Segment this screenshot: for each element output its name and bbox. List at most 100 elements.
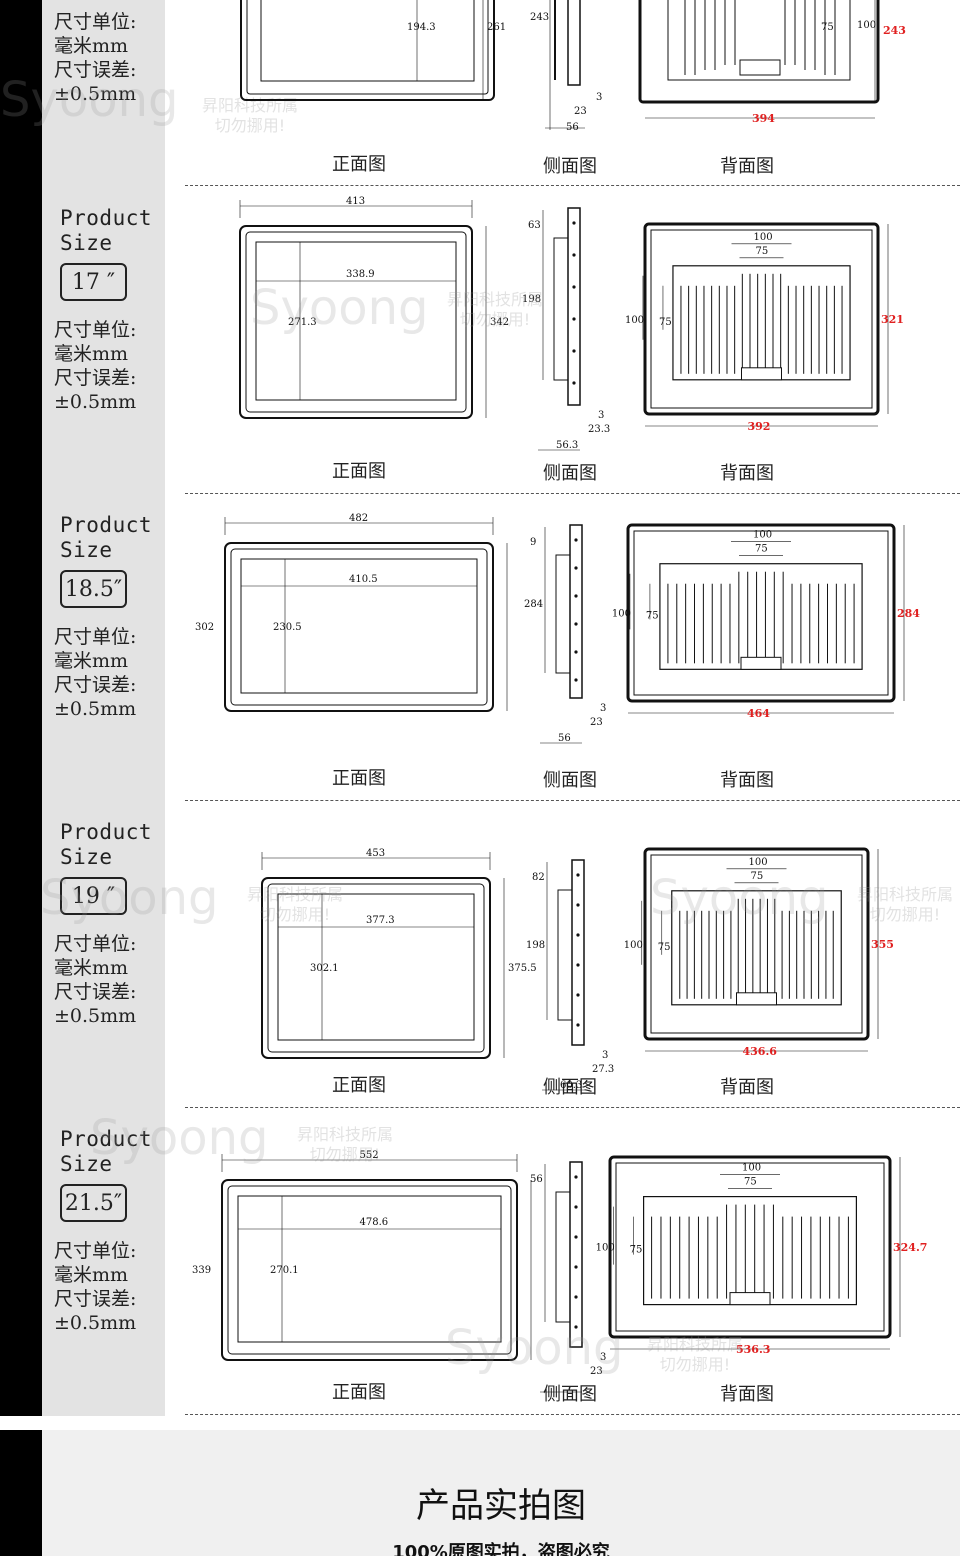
- watermark-text: 昇阳科技所属切勿挪用!: [296, 1125, 393, 1164]
- dim-text: 3: [600, 1352, 606, 1363]
- error-label: 尺寸误差:: [54, 367, 137, 389]
- dim-text-red: 321: [881, 313, 904, 326]
- watermark-text: 昇阳科技所属切勿挪用!: [856, 885, 953, 924]
- heatsink-port: [740, 656, 782, 670]
- size-label: Size: [60, 1152, 113, 1176]
- side-screw: [572, 221, 576, 225]
- caption-front: 正面图: [332, 154, 386, 175]
- dim-text-red: 324.7: [893, 1241, 927, 1254]
- heatsink-outline: [643, 1195, 858, 1306]
- dim-text: 27.3: [592, 1064, 614, 1075]
- gallery-header-band: [42, 1430, 960, 1556]
- section-divider: [185, 1414, 960, 1415]
- error-label: 尺寸误差:: [54, 674, 137, 696]
- side-screw: [574, 1265, 578, 1269]
- size-value-badge: 21.5″: [60, 1184, 127, 1222]
- dim-text: 270.1: [270, 1265, 299, 1276]
- unit-label: 尺寸单位:: [54, 933, 137, 955]
- side-screw: [572, 381, 576, 385]
- dim-text: 23: [574, 106, 587, 117]
- dim-text: 100: [754, 232, 773, 243]
- error-value: ±0.5mm: [54, 83, 137, 105]
- dim-text-red: 464: [747, 707, 770, 720]
- front-screen: [277, 893, 475, 1041]
- dim-text-red: 392: [748, 420, 771, 433]
- heatsink-outline: [672, 265, 851, 381]
- side-screw: [576, 993, 580, 997]
- back-panel: [650, 854, 863, 1034]
- watermark-text: 昇阳科技所属切勿挪用!: [646, 1335, 743, 1374]
- left-black-bar-lower: [0, 1430, 42, 1556]
- heatsink-outline: [659, 563, 863, 670]
- error-label: 尺寸误差:: [54, 59, 137, 81]
- dim-text: 60.3: [560, 1080, 582, 1091]
- unit-value: 毫米mm: [54, 35, 129, 57]
- front-screen: [255, 241, 457, 401]
- product-label: Product: [60, 1127, 153, 1151]
- size-value-badge: 18.5″: [60, 570, 127, 608]
- back-frame: [643, 222, 880, 416]
- dim-text: 478.6: [360, 1217, 389, 1228]
- product-label: Product: [60, 820, 153, 844]
- front-screen: [240, 558, 478, 694]
- side-screw: [576, 903, 580, 907]
- dim-text: 375.5: [508, 963, 537, 974]
- section-divider: [185, 1107, 960, 1108]
- side-screw: [576, 933, 580, 937]
- back-frame: [608, 1155, 892, 1339]
- side-screw: [574, 1295, 578, 1299]
- size-value-badge: 19 ″: [60, 877, 127, 915]
- left-gray-column: [42, 0, 165, 1416]
- left-black-bar: [0, 0, 42, 1416]
- dim-text: 100: [742, 1163, 761, 1174]
- dim-text: 342: [490, 317, 509, 328]
- caption-side: 侧面图: [543, 770, 597, 791]
- dim-text: 302: [195, 622, 214, 633]
- dim-text: 410.5: [349, 574, 378, 585]
- error-label: 尺寸误差:: [54, 981, 137, 1003]
- caption-front: 正面图: [332, 1075, 386, 1096]
- dim-text: 413: [346, 196, 365, 207]
- unit-value: 毫米mm: [54, 957, 129, 979]
- white-gap: [0, 1416, 960, 1430]
- dim-text: 75: [821, 22, 834, 33]
- back-panel: [615, 1162, 885, 1332]
- side-screw: [574, 650, 578, 654]
- dim-text: 9: [530, 537, 536, 548]
- dim-text: 75: [659, 317, 672, 328]
- side-heatsink: [553, 237, 569, 381]
- dim-text-red: 355: [871, 938, 894, 951]
- watermark-text: 昇阳科技所属切勿挪用!: [446, 290, 543, 329]
- dim-text: 3: [596, 92, 602, 103]
- dim-text: 339: [192, 1265, 211, 1276]
- side-frame: [571, 859, 585, 1046]
- dim-text: 230.5: [273, 622, 302, 633]
- dim-text: 100: [857, 20, 876, 31]
- caption-back: 背面图: [720, 156, 774, 177]
- error-value: ±0.5mm: [54, 391, 137, 413]
- watermark-logo: Syoong: [650, 870, 829, 926]
- front-bezel-inner: [245, 231, 467, 413]
- side-screw: [576, 963, 580, 967]
- caption-front: 正面图: [332, 461, 386, 482]
- dim-text: 56: [530, 1174, 543, 1185]
- size-label: Size: [60, 538, 113, 562]
- dim-text: 75: [646, 611, 659, 622]
- side-screw: [574, 1205, 578, 1209]
- front-screen: [237, 1195, 502, 1343]
- dim-text: 56.3: [556, 440, 578, 451]
- side-screw: [572, 253, 576, 257]
- product-label: Product: [60, 513, 153, 537]
- heatsink-port: [741, 367, 782, 381]
- dim-text: 63: [528, 220, 541, 231]
- caption-side: 侧面图: [543, 1384, 597, 1405]
- section-divider: [185, 185, 960, 186]
- side-frame: [569, 524, 583, 699]
- dim-text: 100: [596, 1243, 615, 1254]
- side-screw: [572, 349, 576, 353]
- side-screw: [576, 873, 580, 877]
- watermark-logo: Syoong: [445, 1320, 624, 1376]
- side-screw: [574, 566, 578, 570]
- error-value: ±0.5mm: [54, 698, 137, 720]
- section-divider: [185, 493, 960, 494]
